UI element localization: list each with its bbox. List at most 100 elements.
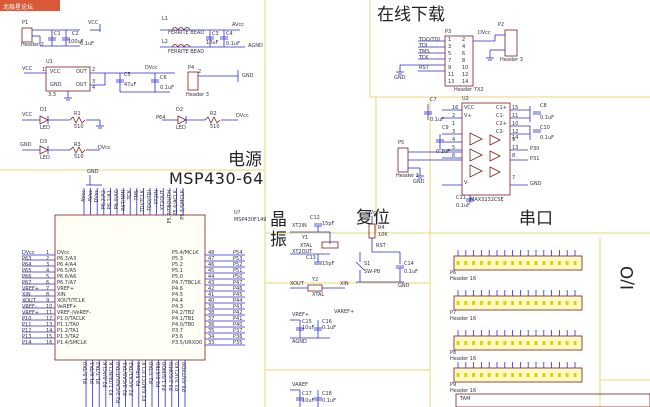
u1-name: 3.3 [48, 92, 56, 98]
reset-section-title: 复位 [356, 208, 390, 228]
u2-name: MAX3232CSE [470, 197, 504, 203]
mcu-left-net: P65 [22, 268, 32, 274]
mcu-inner-right-label: P3.5/URXD0 [172, 340, 203, 346]
mcu-inner-right-label: P4.2/TB2 [172, 310, 195, 316]
mcu-inner-right-label: P4.1/TB1 [172, 316, 195, 322]
crystal-wiring [290, 223, 345, 407]
io-header-pad [511, 261, 515, 265]
c8-ref: C8 [540, 103, 547, 109]
u1-pin1: 1 [42, 67, 46, 73]
mcu-inner-left-label: P1.0/TACLK [57, 316, 86, 322]
io-header-name: Header 16 [450, 316, 477, 322]
io-header-pad [573, 373, 577, 377]
mcu-left-net: XOUT [22, 298, 36, 304]
u2-c1m-pin: C1- [496, 113, 505, 119]
reset-wiring [355, 216, 404, 283]
xt2out-net: XT2OUT [292, 249, 313, 255]
u2-c2p-pin: C2+ [496, 121, 507, 127]
u1-vcc-pin: VCC [50, 69, 61, 75]
serial-gnd1: GND [413, 179, 425, 185]
mcu-bottom-label: P2.3/CA0/TA1 [122, 362, 129, 396]
jtag-pin-right: 6 [462, 51, 466, 57]
mcu-left-pin: 10 [46, 304, 53, 310]
io-header-pad [550, 261, 554, 265]
mcu-left-net: XIN [22, 292, 31, 298]
p30-net: P30 [530, 146, 540, 152]
io-header-pad [472, 261, 476, 265]
mcu-inner-left-label: P6.3/A3 [57, 256, 77, 262]
mcu-bottom-label: P3.1/SIMO0 [162, 362, 169, 391]
mcu-right-pin: 48 [208, 250, 215, 256]
io-header-pad [534, 373, 538, 377]
agnd-net: AGND [248, 43, 263, 49]
mcu-inner-left-label: VeREF+ [57, 304, 77, 310]
io-header-pad [565, 373, 569, 377]
mcu-gnd-net: GND [87, 169, 99, 175]
c3-value: 10uF [206, 40, 219, 46]
io-header-body [453, 255, 583, 271]
watermark-badge[interactable]: 北极星论坛 [0, 0, 60, 11]
d3-name: LED [40, 155, 50, 161]
d3-ref: D3 [40, 139, 48, 145]
mcu-left-pin: 7 [46, 286, 50, 292]
c9-value: 0.1uF [436, 149, 450, 155]
p2-ref: P2 [498, 22, 505, 28]
io-header-pad [573, 341, 577, 345]
mcu-bottom-label: P3.4/UTXD0 [182, 362, 188, 392]
mcu-right-net: P53 [233, 256, 243, 262]
max3232-pin-right: 12 [512, 129, 519, 135]
io-section-title: I/O [618, 265, 638, 290]
io-header-pad [534, 341, 538, 345]
mcu-left-pin: 14 [46, 328, 53, 334]
y1-name: XTAL [300, 243, 313, 249]
mcu-inner-left-label: P1.3/TA2 [57, 334, 79, 340]
c15-ref: C15 [302, 319, 312, 325]
u2-c2m-pin: C2- [496, 129, 505, 135]
max3232-pin-right: 13 [512, 145, 519, 151]
io-header-pad [495, 301, 499, 305]
c4-value: 0.1uF [226, 41, 240, 47]
io-header-pad [526, 373, 530, 377]
l2-value: FERRITE BEAD [168, 49, 205, 55]
r2-value: 510 [210, 124, 220, 130]
serial-section-title: 串口 [519, 209, 553, 229]
dvcc2-net: DVcc [98, 145, 111, 151]
mcu-right-net: P50 [233, 274, 243, 280]
mcu-right-net: P37 [233, 328, 243, 334]
io-header-ref: P7 [450, 310, 457, 316]
io-header-pad [550, 373, 554, 377]
io-header-pad [542, 301, 546, 305]
mcu-right-pin: 33 [208, 340, 215, 346]
io-header-pad [472, 373, 476, 377]
max3232-pin-left: 6 [452, 153, 456, 159]
mcu-inner-right-label: P5.3 [172, 256, 183, 262]
mcu-inner-right-label: P5.0 [172, 274, 183, 280]
u1-pin3: 3 [92, 79, 96, 85]
mcu-top-label: DVss [94, 190, 101, 203]
io-header-pad [464, 341, 468, 345]
l1-ref: L1 [162, 16, 168, 22]
y1-ref: Y1 [302, 235, 309, 241]
io-header-pad [503, 341, 507, 345]
max3232-pin-left: 3 [452, 129, 456, 135]
c7-value: 0.1uF [430, 117, 444, 123]
jtag-signal-label: TMS [419, 49, 430, 55]
jtag-pin-right: 2 [462, 37, 466, 43]
io-header-pad [550, 341, 554, 345]
mcu-top-label: TDO/TDI [147, 190, 153, 211]
ground-symbols [64, 57, 494, 179]
c11-value: 0.1uF [456, 203, 470, 209]
mcu-right-pin: 44 [208, 274, 215, 280]
c8-value: 0.1uF [540, 115, 554, 121]
jtag-pin-left: 13 [448, 79, 455, 85]
r3-ref: R3 [74, 142, 81, 148]
c17-ref: C17 [302, 391, 312, 397]
max3232-pin-right: 11 [512, 113, 519, 119]
io-header-pad [565, 301, 569, 305]
mcu-top-label: P5.5/SMCLK [180, 190, 186, 220]
jtag-signal-label: TDI [419, 43, 428, 49]
mcu-right-net: P40 [233, 322, 243, 328]
mcu-top-label: AVcc [81, 190, 87, 203]
mcu-left-pin: 13 [46, 322, 53, 328]
reset-gnd-net: GND [398, 283, 410, 289]
